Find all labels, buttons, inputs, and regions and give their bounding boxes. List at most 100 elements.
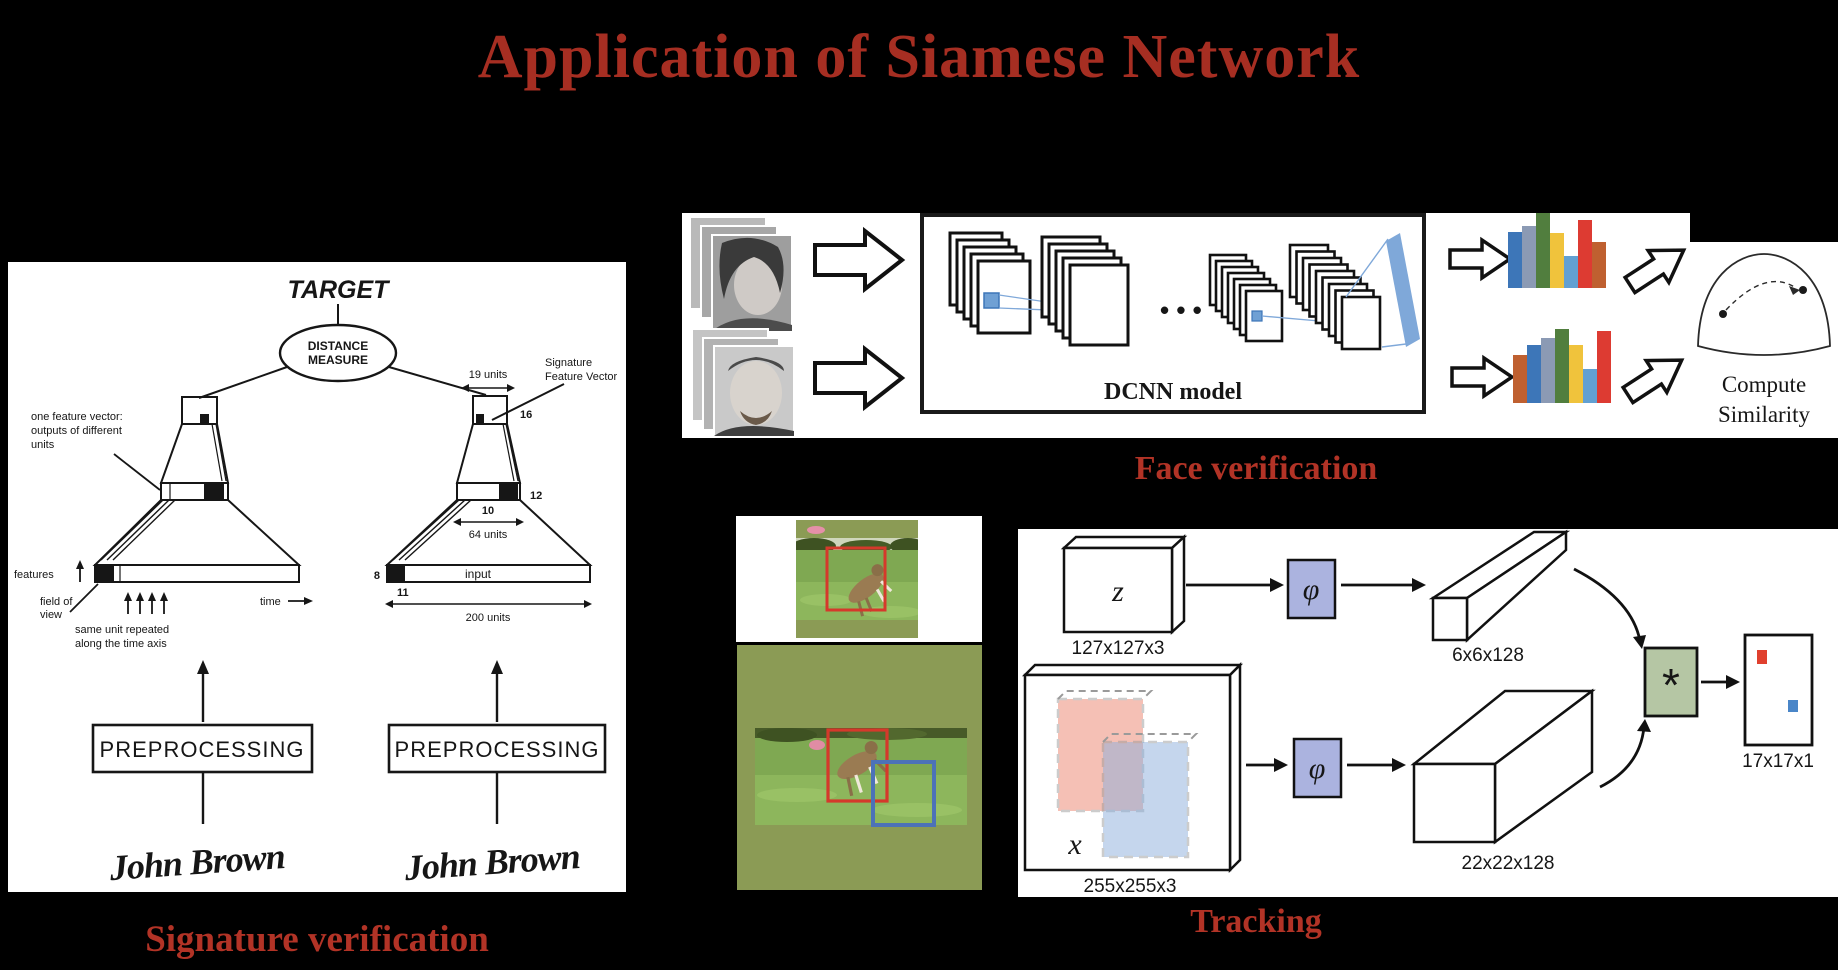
sigvec-pointer [491, 383, 565, 421]
input-arrow-bottom [813, 344, 906, 412]
search-feature-box [1410, 688, 1596, 845]
signature-caption: Signature verification [145, 919, 489, 960]
left-subnetwork [92, 396, 302, 583]
dcnn-model-label: DCNN model [1104, 379, 1242, 405]
units19-arrowhead-r [507, 384, 515, 392]
right-branch-line [388, 366, 487, 396]
histogram-bar [1508, 232, 1522, 288]
compute-label-1: Compute [1722, 372, 1806, 397]
right-subnetwork [384, 395, 593, 583]
tracking-exemplar-frame [736, 516, 982, 642]
arrow-phi-feat-head [1412, 578, 1426, 592]
score-peak-blue [1788, 700, 1798, 712]
geodesic-arrowhead [1789, 286, 1800, 295]
score-map-box [1743, 633, 1814, 747]
left-signature: John Brown [107, 836, 285, 888]
xcorr-label: * [1662, 659, 1680, 711]
phi-box-top [1286, 558, 1337, 620]
similarity-dome-diagram: Compute Similarity [1697, 253, 1831, 427]
input-label: input [465, 567, 492, 581]
signature-diagram: TARGET DISTANCE MEASURE [14, 276, 617, 888]
units200-label: 200 units [466, 612, 511, 624]
phi-label-top: φ [1303, 573, 1320, 606]
distance-label-2: MEASURE [308, 353, 368, 367]
histogram-bar [1541, 338, 1555, 403]
feature-histogram-top [1508, 213, 1608, 288]
repeat-note-1: same unit repeated [75, 624, 169, 636]
left-preprocessing-label: PREPROCESSING [100, 737, 305, 762]
tracking-search-frame [737, 645, 982, 890]
signature-verification-panel: TARGET DISTANCE MEASURE [8, 262, 626, 892]
embedding-point-1 [1719, 310, 1727, 318]
units19-arrowhead-l [461, 384, 469, 392]
slide-title: Application of Siamese Network [477, 23, 1361, 91]
repeat-arrows [124, 592, 168, 614]
histogram-bar [1527, 345, 1541, 403]
x-label: x [1067, 828, 1082, 861]
units64-arrowhead-r [516, 518, 524, 526]
left-note-3: units [31, 439, 55, 451]
distance-measure-ellipse [278, 323, 398, 383]
feature-arrow-bottom [1450, 354, 1516, 400]
label-12: 12 [530, 490, 542, 502]
time-arrowhead [304, 597, 313, 605]
left-up-arrowhead [197, 660, 209, 674]
exemplar-z-box [1060, 534, 1188, 635]
curve-feat-xcorr-top [1573, 567, 1642, 642]
sigvec-label-2: Feature Vector [545, 371, 617, 383]
arrow-z-phi-head [1270, 578, 1284, 592]
left-note-2: outputs of different [31, 425, 122, 437]
compute-similarity-panel: Compute Similarity [1690, 242, 1838, 438]
histogram-bar [1583, 369, 1597, 403]
arrow-xcorr-score-head [1726, 675, 1740, 689]
dcnn-feature-stacks: • • • [948, 231, 1420, 351]
dog-figure [848, 564, 893, 617]
fov-label-1: field of [40, 596, 73, 608]
x-dims-label: 255x255x3 [1084, 876, 1177, 897]
units200-arrowhead-l [385, 600, 393, 608]
phi-box-bottom [1292, 737, 1343, 799]
histogram-bar [1522, 226, 1536, 288]
histogram-bar [1513, 355, 1527, 403]
face-verification-panel: • • • D [682, 213, 1690, 438]
units64-arrowhead-l [453, 518, 461, 526]
face-diagram: • • • D [689, 213, 1687, 437]
search-bbox-blue [871, 760, 936, 827]
compute-label-2: Similarity [1718, 402, 1811, 427]
score-dims-label: 17x17x1 [1742, 751, 1814, 772]
features-arrowhead [76, 560, 84, 569]
left-branch-line [198, 366, 288, 399]
left-note-1: one feature vector: [31, 411, 123, 423]
histogram-bar [1555, 329, 1569, 403]
units19-label: 19 units [469, 369, 508, 381]
search-image [755, 728, 967, 827]
geodesic-arc [1725, 280, 1797, 311]
label-10: 10 [482, 505, 494, 517]
fov-pointer [69, 583, 99, 613]
fc-layer-bar [1386, 233, 1420, 347]
dcnn-dots: • • • [1160, 295, 1202, 325]
tracking-caption: Tracking [1190, 903, 1322, 940]
histogram-bar [1597, 331, 1611, 403]
histogram-bar [1592, 242, 1606, 288]
right-signature: John Brown [402, 836, 580, 888]
siamfc-diagram: z 127x127x3 φ 6x6x128 * [1021, 529, 1814, 897]
search-photo-strip [755, 728, 967, 825]
curve-bottom-arrowhead [1637, 719, 1651, 732]
phi-label-bottom: φ [1309, 752, 1326, 785]
conv-filter-icon-2 [1251, 310, 1263, 322]
histogram-bar [1578, 220, 1592, 288]
z-label: z [1111, 575, 1124, 608]
hypersphere-dome [1697, 253, 1831, 356]
exemplar-feature-beam [1428, 529, 1571, 643]
fov-label-2: view [40, 609, 62, 621]
arrow-phi-feat2-head [1392, 758, 1406, 772]
time-label: time [260, 596, 281, 608]
z-dims-label: 127x127x3 [1072, 638, 1165, 659]
score-peak-red [1757, 650, 1767, 664]
label-11: 11 [397, 587, 409, 599]
similarity-arrow-top [1622, 248, 1687, 295]
tracking-diagram-panel: z 127x127x3 φ 6x6x128 * [1018, 529, 1838, 897]
input-arrow-top [813, 226, 906, 294]
